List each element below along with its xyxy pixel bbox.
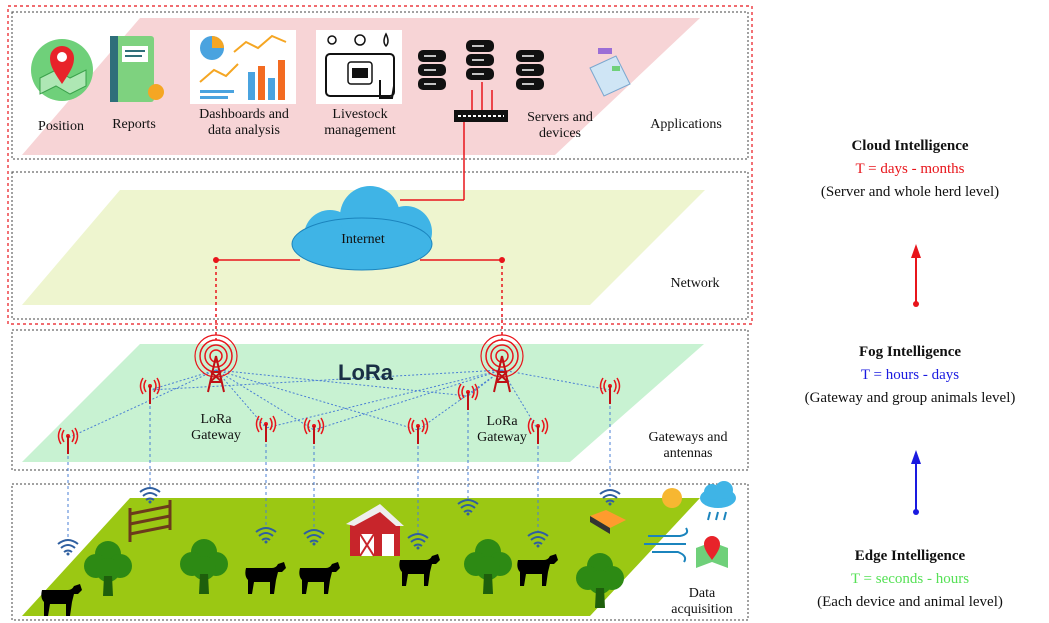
reports-label: Reports <box>112 117 156 132</box>
map-pin-icon <box>696 536 728 568</box>
data-layer-label-line2: acquisition <box>671 602 733 617</box>
livestock-label-line2: management <box>324 123 396 138</box>
livestock-label: Livestock management <box>314 107 406 139</box>
data-field <box>22 498 700 616</box>
cloud-intelligence-time: T = days - months <box>855 161 965 177</box>
arrow-up-red-icon <box>911 244 921 307</box>
servers-label-line1: Servers and <box>527 110 593 125</box>
gateway-left-label: LoRa Gateway <box>184 412 248 444</box>
gateways-band <box>22 344 704 462</box>
servers-label-line2: devices <box>539 126 581 141</box>
cloud-intelligence-block: Cloud Intelligence T = days - months (Se… <box>760 138 1049 201</box>
cloud-intelligence-desc: (Server and whole herd level) <box>820 184 1000 200</box>
dashboards-label: Dashboards and data analysis <box>186 107 302 139</box>
dashboards-label-line2: data analysis <box>208 123 280 138</box>
internet-cloud-icon <box>291 186 433 271</box>
fog-intelligence-desc: (Gateway and group animals level) <box>804 390 1016 406</box>
cloud-intelligence-title: Cloud Intelligence <box>851 138 969 154</box>
data-layer-label: Data acquisition <box>654 586 750 618</box>
arrow-up-blue-icon <box>911 450 921 515</box>
rain-cloud-icon <box>700 481 736 521</box>
livestock-management-icon <box>316 30 402 104</box>
wind-icon <box>644 527 689 563</box>
gateway-left-label-line1: LoRa <box>200 412 232 427</box>
servers-label: Servers and devices <box>514 110 606 142</box>
livestock-label-line1: Livestock <box>332 107 388 122</box>
applications-layer-box <box>11 11 749 160</box>
gateway-right-label-line1: LoRa <box>486 414 518 429</box>
edge-intelligence-time: T = seconds - hours <box>850 571 970 587</box>
sensor-links <box>67 406 611 540</box>
barn-icon <box>346 504 404 557</box>
fog-intelligence-time: T = hours - days <box>860 367 960 383</box>
gateway-left-label-line2: Gateway <box>191 428 241 443</box>
gateways-layer-box <box>11 329 749 471</box>
gateways-layer-label-line1: Gateways and <box>648 430 728 445</box>
applications-layer-label: Applications <box>650 117 722 132</box>
edge-intelligence-title: Edge Intelligence <box>854 548 966 564</box>
gateways-layer-label-line2: antennas <box>663 446 713 461</box>
edge-intelligence-block: Edge Intelligence T = seconds - hours (E… <box>760 548 1049 611</box>
network-layer-box <box>11 171 749 320</box>
gateway-right-label: LoRa Gateway <box>470 414 534 446</box>
dashboards-label-line1: Dashboards and <box>199 107 289 122</box>
gateways-layer-label: Gateways and antennas <box>630 430 746 462</box>
edge-intelligence-desc: (Each device and animal level) <box>817 594 1003 610</box>
fence-icon <box>128 500 172 542</box>
position-icon <box>31 39 93 101</box>
device-tablet-icon <box>589 48 631 97</box>
servers-icon <box>417 39 545 122</box>
reports-icon <box>110 36 164 102</box>
water-trough-icon <box>590 510 626 534</box>
data-layer-box <box>11 483 749 621</box>
internet-label: Internet <box>341 232 385 247</box>
lora-logo: LoRa <box>338 360 393 385</box>
fog-intelligence-block: Fog Intelligence T = hours - days (Gatew… <box>760 344 1049 407</box>
gateway-right-label-line2: Gateway <box>477 430 527 445</box>
cloud-region-border <box>7 5 753 325</box>
position-label: Position <box>38 119 84 134</box>
data-layer-label-line1: Data <box>688 586 716 601</box>
fog-intelligence-title: Fog Intelligence <box>858 344 962 360</box>
network-layer-label: Network <box>670 276 720 291</box>
sun-icon <box>662 488 682 508</box>
dashboards-icon <box>190 30 296 104</box>
